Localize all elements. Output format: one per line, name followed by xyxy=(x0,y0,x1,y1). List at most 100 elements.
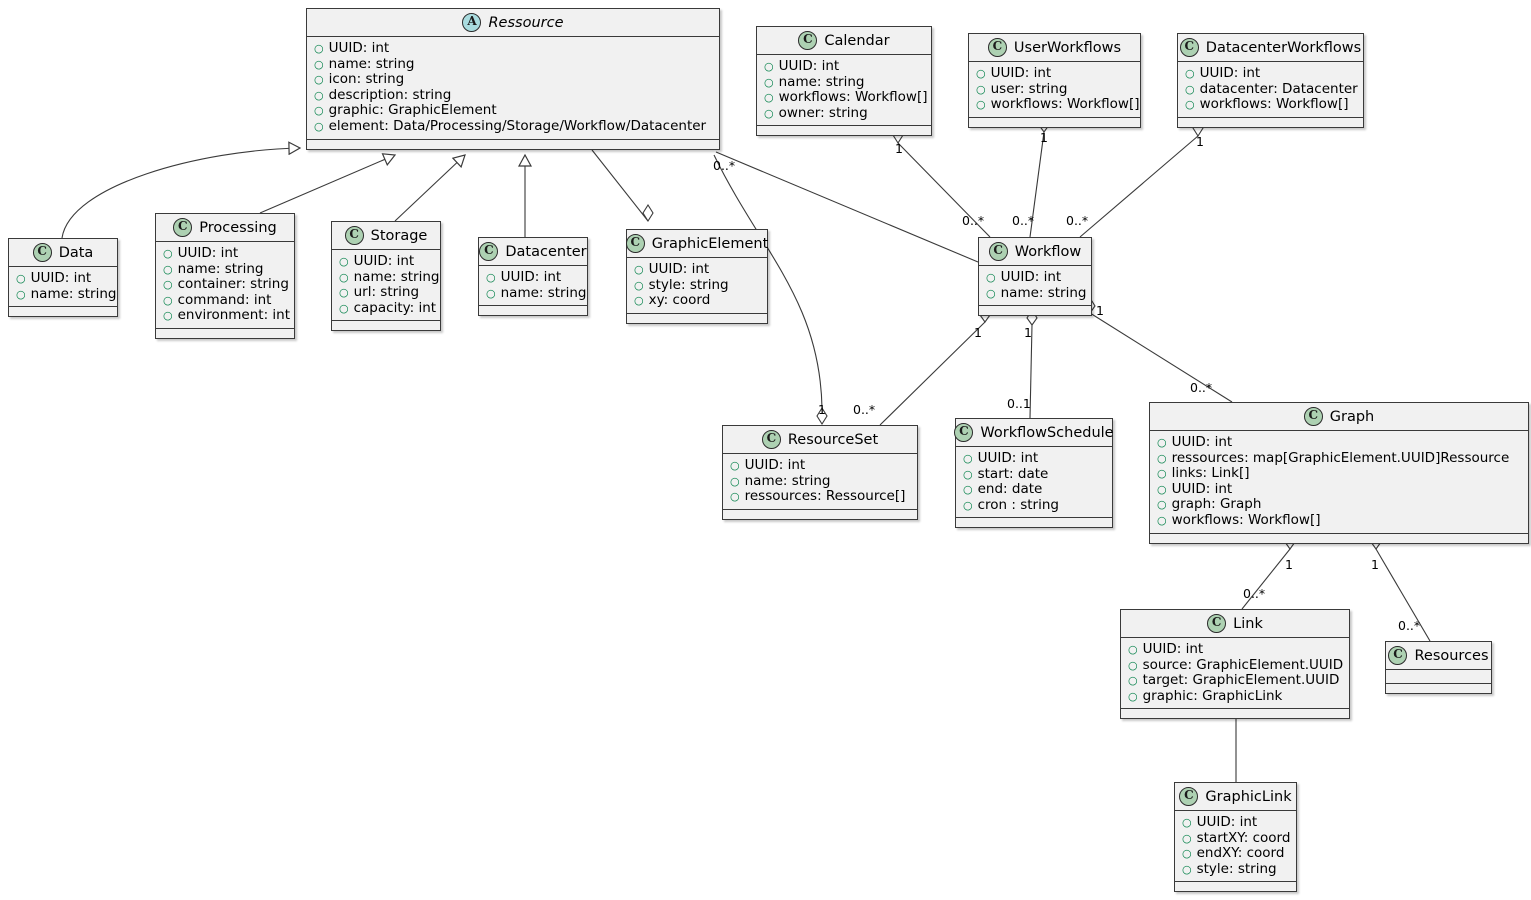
attribute-text: container: string xyxy=(177,276,289,293)
class-methods-link xyxy=(1121,709,1349,719)
class-attribute: ○name: string xyxy=(764,74,925,91)
attribute-text: workflows: Workflow[] xyxy=(1199,96,1349,113)
class-attributes-ressource: ○UUID: int○name: string○icon: string○des… xyxy=(307,37,719,140)
class-attributes-storage: ○UUID: int○name: string○url: string○capa… xyxy=(332,250,440,322)
attribute-text: UUID: int xyxy=(1171,480,1233,497)
multiplicity-label: 0..* xyxy=(853,402,876,417)
attribute-text: datacenter: Datacenter xyxy=(1199,80,1358,97)
class-title-graphiclink: GraphicLink xyxy=(1205,788,1292,805)
multiplicity-label: 1 xyxy=(895,141,903,156)
class-methods-graph xyxy=(1150,533,1528,543)
multiplicity-label: 0..* xyxy=(962,213,985,228)
attribute-text: workflows: Workflow[] xyxy=(990,96,1140,113)
class-attribute: ○graphic: GraphicElement xyxy=(314,103,713,119)
class-attributes-calendar: ○UUID: int○name: string○workflows: Workf… xyxy=(757,55,931,127)
class-icon: C xyxy=(1207,614,1227,633)
class-attribute: ○name: string xyxy=(163,261,288,278)
class-attribute: ○graph: Graph xyxy=(1157,497,1522,513)
public-visibility-icon: ○ xyxy=(730,459,740,472)
public-visibility-icon: ○ xyxy=(764,75,774,89)
class-header-datacenterworkflows: C DatacenterWorkflows xyxy=(1178,34,1363,62)
public-visibility-icon: ○ xyxy=(1157,467,1167,481)
attribute-text: UUID: int xyxy=(1199,65,1261,81)
class-attribute: ○ graphic: GraphicLink xyxy=(1128,687,1343,705)
class-title-datacenterworkflows: DatacenterWorkflows xyxy=(1205,39,1362,56)
public-visibility-icon: ○ xyxy=(764,60,774,73)
public-visibility-icon: ○ xyxy=(314,57,324,71)
class-attribute: ○ressources: Ressource[] xyxy=(730,489,911,505)
public-visibility-icon: ○ xyxy=(16,272,26,285)
class-attribute: ○workflows: Workflow[] xyxy=(976,97,1139,113)
class-attribute: ○UUID: int xyxy=(1182,814,1290,831)
attribute-text: description: string xyxy=(328,86,452,103)
attribute-text: name: string xyxy=(1000,284,1087,301)
public-visibility-icon: ○ xyxy=(976,67,986,80)
class-methods-calendar xyxy=(757,126,931,136)
class-attribute: ○UUID: int xyxy=(986,269,1085,286)
class-methods-processing xyxy=(156,328,294,338)
public-visibility-icon: ○ xyxy=(1128,689,1138,703)
public-visibility-icon: ○ xyxy=(1157,451,1167,465)
public-visibility-icon: ○ xyxy=(1185,98,1195,112)
class-header-userworkflows: C UserWorkflows xyxy=(969,34,1140,62)
class-title-ressource: Ressource xyxy=(488,14,564,31)
class-attribute: ○name: string xyxy=(314,56,713,73)
public-visibility-icon: ○ xyxy=(1182,847,1192,861)
multiplicity-label: 0..* xyxy=(1398,618,1421,633)
class-attributes-resourceset: ○UUID: int○name: string○ressources: Ress… xyxy=(723,454,917,510)
class-icon: C xyxy=(987,38,1007,57)
attribute-text: owner: string xyxy=(778,104,868,121)
class-methods-resourceset xyxy=(723,509,917,519)
public-visibility-icon: ○ xyxy=(1182,831,1192,845)
class-attributes-graphiclink: ○UUID: int○startXY: coord○endXY: coord○s… xyxy=(1175,811,1296,883)
public-visibility-icon: ○ xyxy=(1128,658,1138,672)
multiplicity-label: 0..1 xyxy=(1007,396,1031,411)
public-visibility-icon: ○ xyxy=(163,293,173,307)
attribute-text: UUID: int xyxy=(648,261,710,277)
class-icon: C xyxy=(1388,646,1408,665)
public-visibility-icon: ○ xyxy=(339,270,349,284)
class-title-data: Data xyxy=(58,244,94,261)
class-attribute: ○ workflows: Workflow[] xyxy=(1185,97,1357,113)
class-methods-workflowschedule xyxy=(956,518,1112,528)
attribute-text: UUID: int xyxy=(1171,434,1233,450)
class-title-workflowschedule: WorkflowSchedule xyxy=(980,424,1114,441)
class-icon: C xyxy=(798,31,818,50)
class-attribute: ○xy: coord xyxy=(634,293,761,309)
class-icon: C xyxy=(1179,38,1199,57)
class-icon: C xyxy=(954,423,974,442)
class-title-processing: Processing xyxy=(199,219,277,236)
attribute-text: workflows: Workflow[] xyxy=(778,89,928,106)
public-visibility-icon: ○ xyxy=(486,271,496,284)
class-methods-workflow xyxy=(979,306,1091,316)
class-methods-datacenterworkflows xyxy=(1178,117,1363,127)
class-attribute: ○name: string xyxy=(16,286,117,303)
class-header-workflowschedule: C WorkflowSchedule xyxy=(954,419,1114,447)
attribute-text: graphic: GraphicLink xyxy=(1142,687,1283,704)
class-title-userworkflows: UserWorkflows xyxy=(1013,39,1122,56)
class-methods-storage xyxy=(332,321,440,331)
class-attribute: ○url: string xyxy=(339,285,434,301)
